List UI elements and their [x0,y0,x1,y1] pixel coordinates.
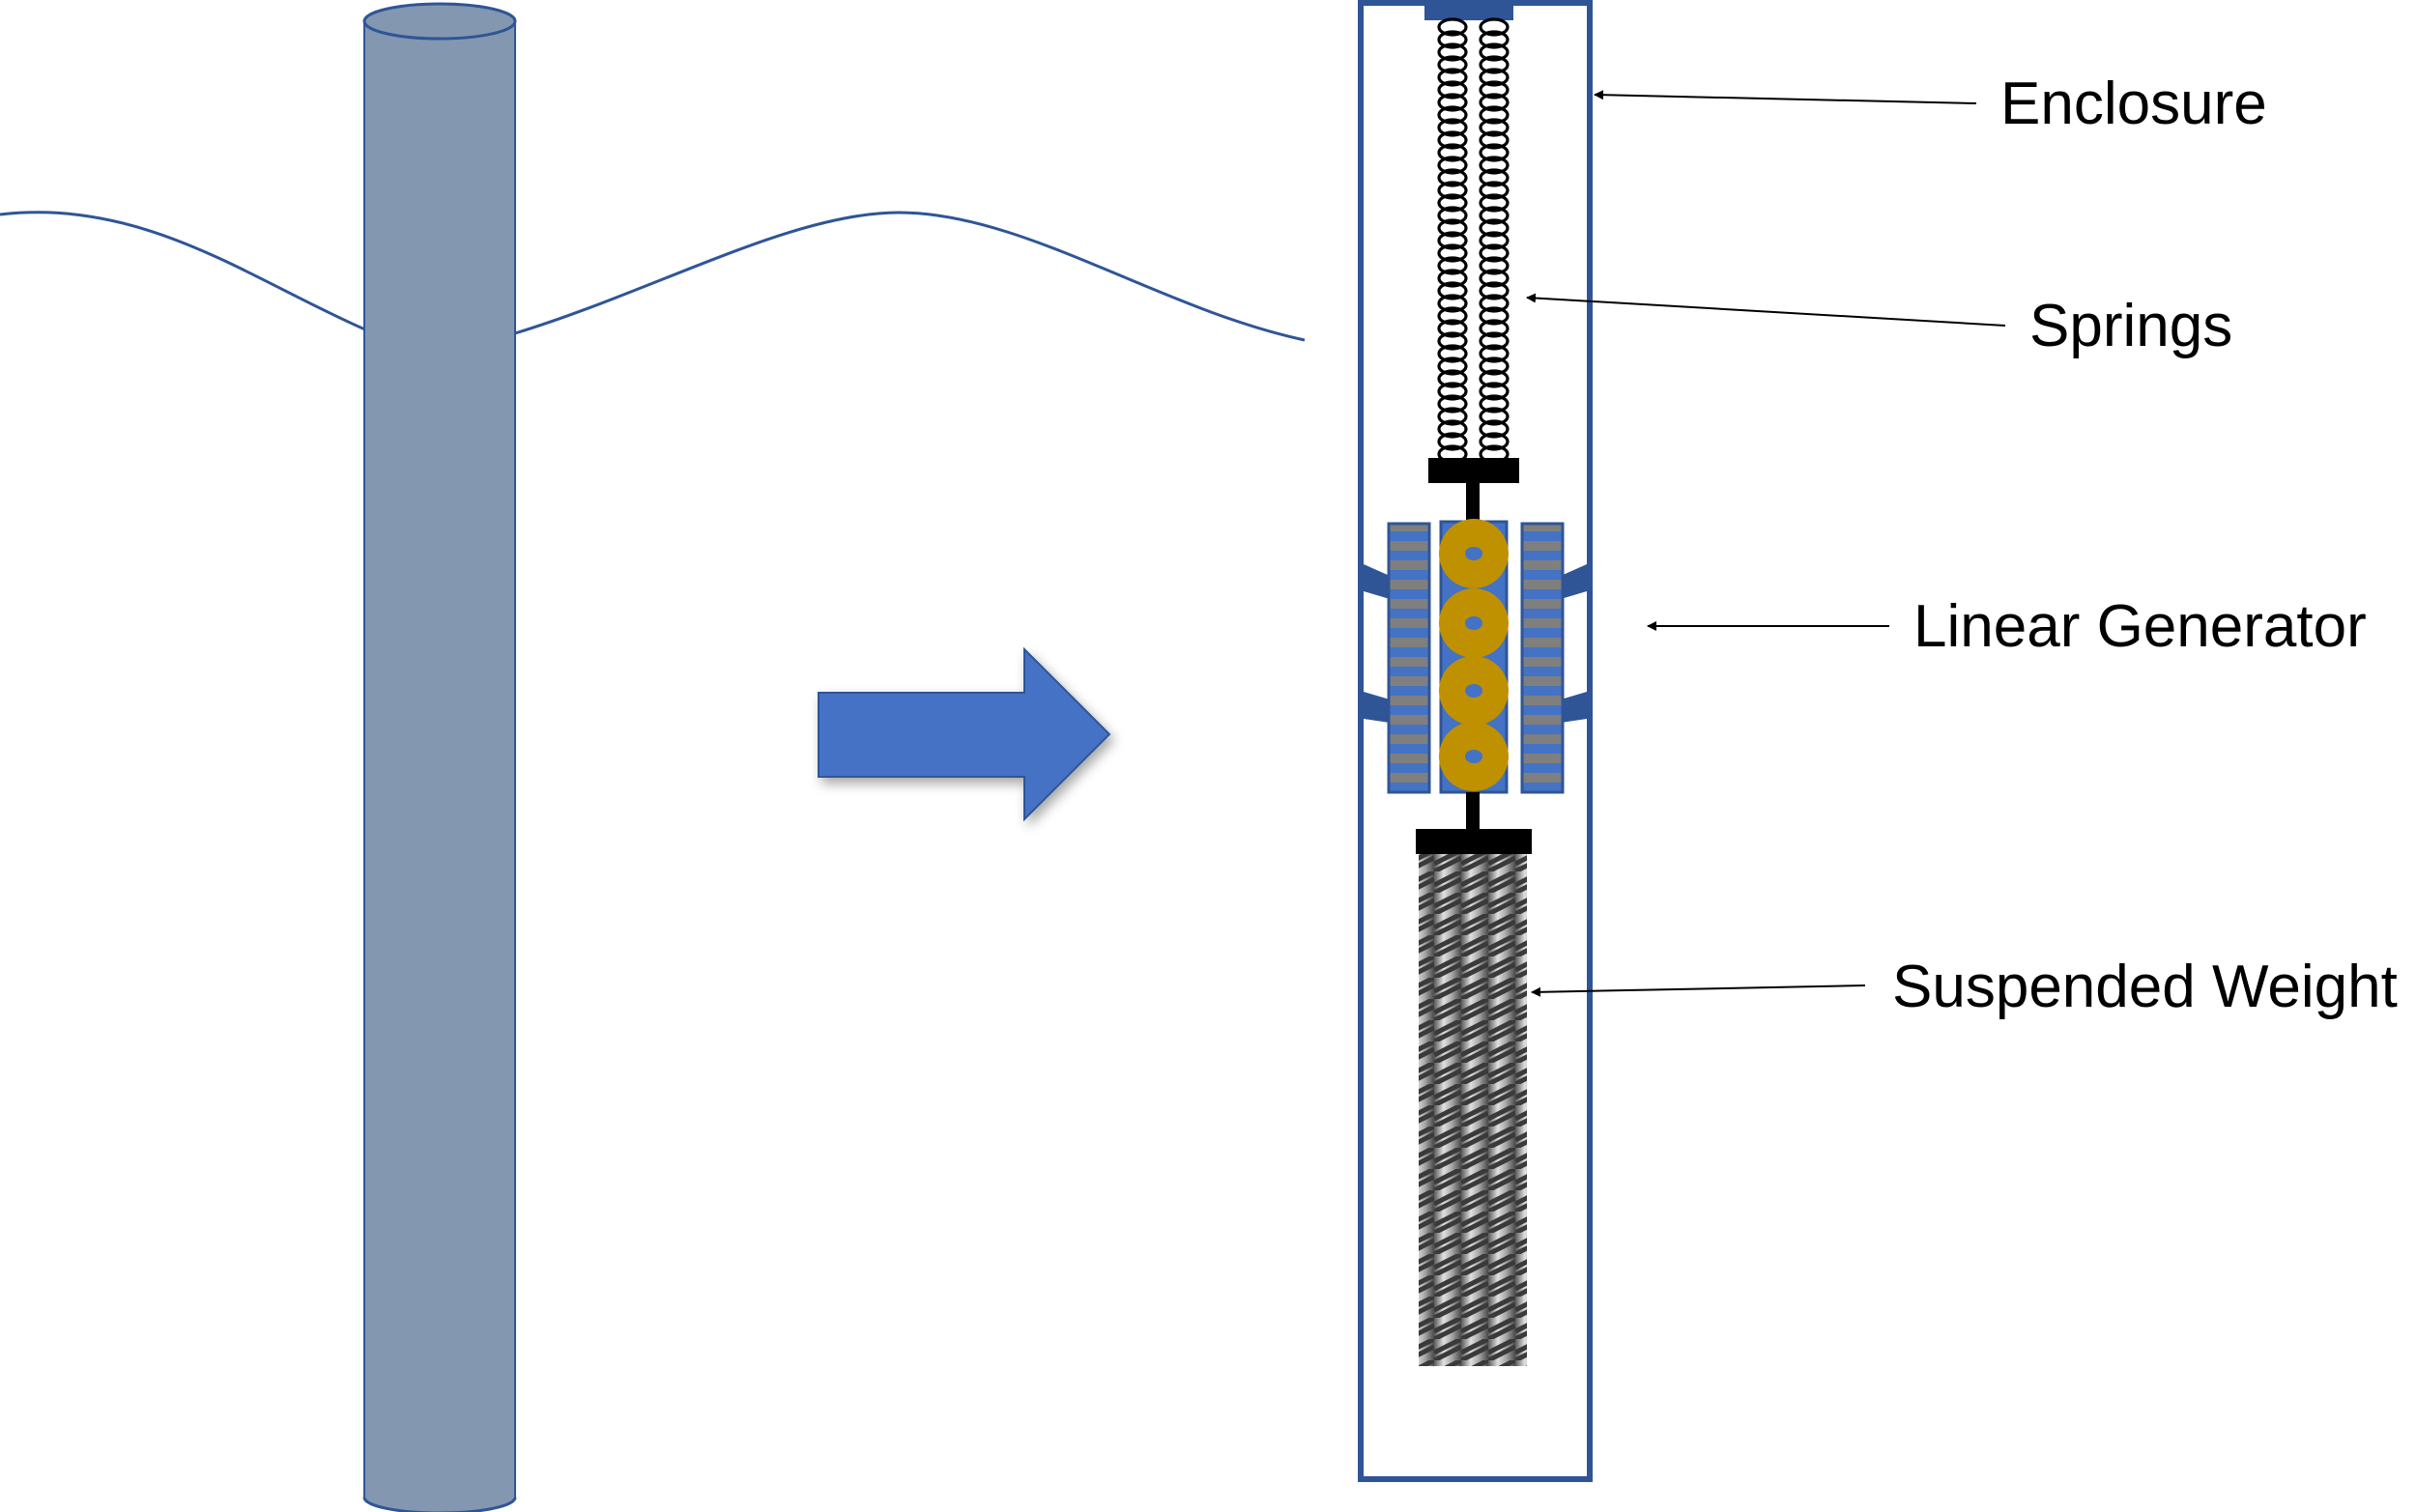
magnet-4 [1439,722,1509,791]
lower-bar [1416,829,1532,854]
enclosure-leader [1594,90,1977,104]
mount-right-upper [1561,564,1587,599]
magnets [1439,519,1509,791]
weight-leader [1531,984,1866,997]
mount-left-lower [1364,692,1390,723]
upper-bar [1428,458,1519,483]
magnet-2 [1439,588,1509,658]
mount-right-lower [1561,692,1587,723]
spring-2 [1479,17,1510,464]
springs-leader [1526,293,2006,327]
magnet-1 [1439,519,1509,588]
label-springs: Springs [2029,293,2232,359]
weight-rod-3 [1473,854,1500,1366]
coil-left [1387,522,1431,794]
weight-rod-2 [1446,854,1473,1366]
coil-right [1520,522,1565,794]
label-enclosure: Enclosure [2000,71,2267,137]
mount-left-upper [1364,564,1390,599]
label-linear-generator: Linear Generator [1913,593,2367,660]
label-suspended-weight: Suspended Weight [1892,954,2398,1020]
suspended-weight [1419,854,1527,1366]
lower-rod [1466,792,1480,831]
transition-arrow [818,646,1111,822]
wave-line [0,211,1306,342]
weight-rod-4 [1500,854,1527,1366]
magnet-3 [1439,656,1509,726]
upper-rod [1466,483,1480,524]
top-mount [1424,3,1513,20]
pile-cylinder [362,2,517,1512]
springs [1437,17,1510,464]
linear-generator [1364,519,1587,794]
weight-rod-1 [1419,854,1446,1366]
spring-1 [1437,17,1468,464]
